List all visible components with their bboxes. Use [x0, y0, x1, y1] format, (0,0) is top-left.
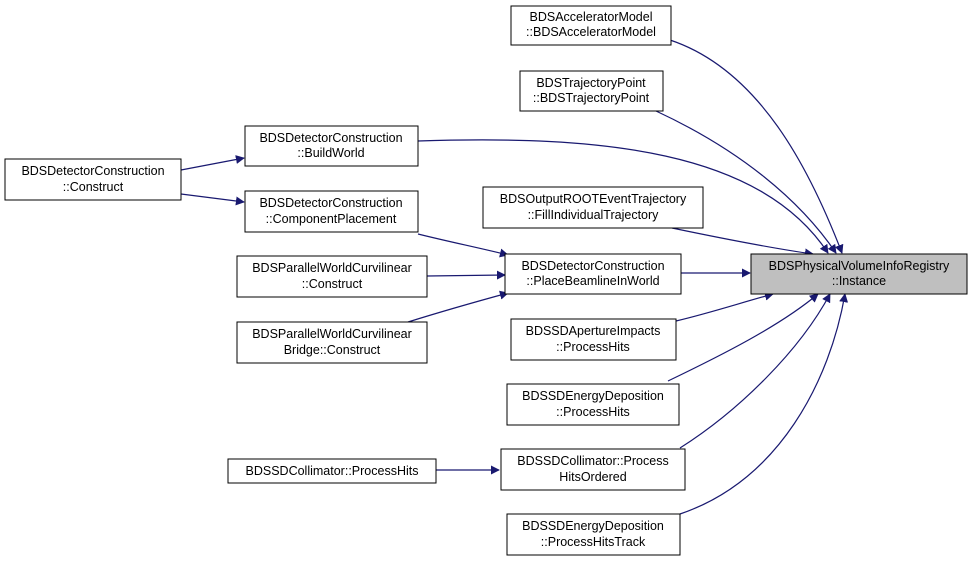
node-label-line1: BDSDetectorConstruction [259, 131, 402, 145]
edge-buildworld-to-registry [417, 139, 829, 254]
node-trajectory-point[interactable]: BDSTrajectoryPoint ::BDSTrajectoryPoint [519, 70, 664, 112]
node-label-line2: ::ComponentPlacement [266, 212, 397, 226]
node-label-line2: ::ProcessHits [556, 405, 630, 419]
edge-fillindiv-to-registry [671, 227, 814, 258]
node-label-line2: HitsOrdered [559, 470, 626, 484]
node-component-placement[interactable]: BDSDetectorConstruction ::ComponentPlace… [244, 190, 419, 233]
node-label-line1: BDSTrajectoryPoint [536, 76, 646, 90]
node-label-line2: ::ProcessHitsTrack [541, 535, 646, 549]
edge-accel-to-registry [669, 39, 844, 254]
node-label-line1: BDSParallelWorldCurvilinear [252, 327, 412, 341]
edge-construct-to-buildworld [180, 155, 245, 171]
edge-compplace-to-placebeam [417, 233, 509, 258]
node-label-line2: ::BDSTrajectoryPoint [533, 91, 650, 105]
node-label-line2: ::PlaceBeamlineInWorld [526, 274, 659, 288]
node-fill-individual-trajectory[interactable]: BDSOutputROOTEventTrajectory ::FillIndiv… [482, 186, 704, 229]
node-accelerator-model[interactable]: BDSAcceleratorModel ::BDSAcceleratorMode… [510, 5, 672, 46]
node-label-line1: BDSDetectorConstruction [259, 196, 402, 210]
edge-trajpoint-to-registry [655, 110, 837, 254]
node-collimator-process-hits-ordered[interactable]: BDSSDCollimator::Process HitsOrdered [500, 448, 686, 491]
node-label-line1: BDSSDCollimator::ProcessHits [246, 464, 419, 478]
node-construct[interactable]: BDSDetectorConstruction ::Construct [4, 158, 182, 201]
node-label-line1: BDSSDEnergyDeposition [522, 389, 664, 403]
edge-pwcurv-to-placebeam [426, 270, 506, 280]
node-label-line2: ::Instance [832, 274, 886, 288]
node-parallel-world-curvilinear[interactable]: BDSParallelWorldCurvilinear ::Construct [236, 255, 428, 298]
edge-aperture-to-registry [675, 291, 774, 322]
node-label-line1: BDSSDApertureImpacts [526, 324, 661, 338]
node-energy-deposition-process-hits-track[interactable]: BDSSDEnergyDeposition ::ProcessHitsTrack [506, 513, 681, 556]
edge-energydep-to-registry [667, 293, 819, 382]
node-label-line2: ::BDSAcceleratorModel [526, 25, 656, 39]
node-aperture-impacts[interactable]: BDSSDApertureImpacts ::ProcessHits [510, 318, 677, 361]
edge-pwcurvbridge-to-placebeam [407, 290, 509, 323]
node-label-line2: ::FillIndividualTrajectory [528, 208, 660, 222]
edge-collhitsordered-to-registry [679, 293, 831, 449]
node-build-world[interactable]: BDSDetectorConstruction ::BuildWorld [244, 125, 419, 167]
node-label-line1: BDSDetectorConstruction [21, 164, 164, 178]
node-place-beamline-in-world[interactable]: BDSDetectorConstruction ::PlaceBeamlineI… [504, 253, 682, 295]
node-label-line1: BDSSDCollimator::Process [517, 454, 668, 468]
node-label-line2: Bridge::Construct [284, 343, 381, 357]
node-registry-instance[interactable]: BDSPhysicalVolumeInfoRegistry ::Instance [750, 253, 968, 295]
node-label-line1: BDSOutputROOTEventTrajectory [500, 192, 687, 206]
node-energy-deposition-process-hits[interactable]: BDSSDEnergyDeposition ::ProcessHits [506, 383, 680, 426]
node-label-line1: BDSDetectorConstruction [521, 259, 664, 273]
node-label-line1: BDSPhysicalVolumeInfoRegistry [769, 259, 950, 273]
node-label-line1: BDSAcceleratorModel [530, 10, 653, 24]
node-collimator-process-hits[interactable]: BDSSDCollimator::ProcessHits [227, 458, 437, 484]
node-label-line2: ::Construct [63, 180, 124, 194]
edge-construct-to-compplace [180, 193, 245, 206]
node-label-line1: BDSSDEnergyDeposition [522, 519, 664, 533]
node-label-line2: ::BuildWorld [297, 146, 364, 160]
node-label-line2: ::ProcessHits [556, 340, 630, 354]
node-parallel-world-curvilinear-bridge[interactable]: BDSParallelWorldCurvilinear Bridge::Cons… [236, 321, 428, 364]
node-label-line1: BDSParallelWorldCurvilinear [252, 261, 412, 275]
node-label-line2: ::Construct [302, 277, 363, 291]
edge-energydeptrack-to-registry [679, 293, 849, 515]
